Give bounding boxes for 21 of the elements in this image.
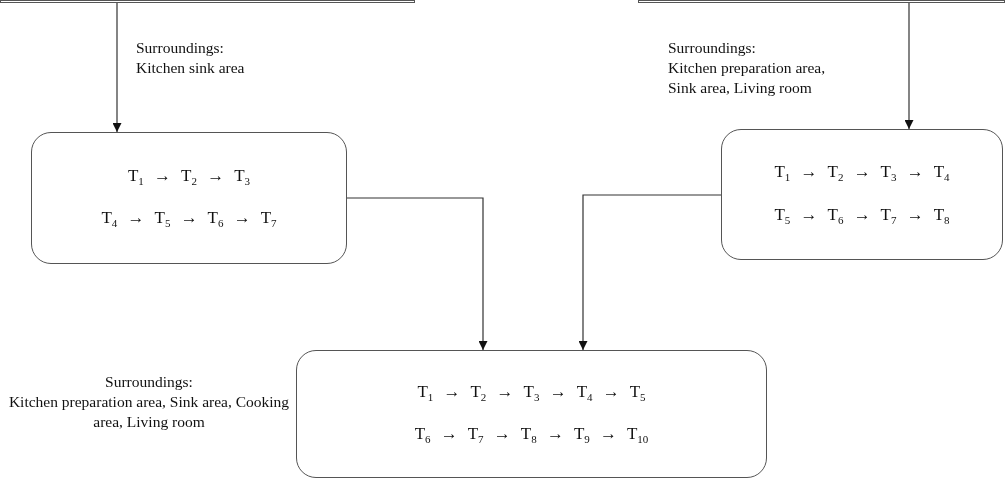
task-sequence: T$_{4}$ → T$_{5}$ → T$_{6}$ → T$_{7}$ [101, 209, 277, 230]
process-box [31, 132, 347, 264]
box [638, 0, 1005, 3]
task-sequence: T$_{5}$ → T$_{6}$ → T$_{7}$ → T$_{8}$ [774, 205, 950, 226]
surroundings-text: Kitchen preparation area, Sink area, Cooking area, Living room [7, 392, 291, 433]
task-sequence: T$_{6}$ → T$_{7}$ → T$_{8}$ → T$_{9}$ → T$_{10}$ [414, 425, 649, 446]
arrow [578, 194, 722, 351]
arrow [346, 197, 488, 351]
process-box [721, 129, 1003, 260]
arrow [904, 2, 914, 130]
task-sequence: T$_{1}$ → T$_{2}$ → T$_{3}$ [127, 166, 250, 187]
surroundings-heading: Surroundings: [104, 372, 194, 392]
surroundings-text: Kitchen sink area [136, 58, 246, 79]
process-box [296, 350, 767, 478]
surroundings-heading: Surroundings: [136, 38, 225, 58]
task-sequence: T$_{1}$ → T$_{2}$ → T$_{3}$ → T$_{4}$ [774, 163, 950, 184]
arrow [112, 2, 122, 133]
surroundings-text: Kitchen preparation area, Sink area, Living room [668, 58, 827, 99]
box [0, 0, 415, 3]
task-sequence: T$_{1}$ → T$_{2}$ → T$_{3}$ → T$_{4}$ → T$_{5}$ [417, 382, 646, 403]
surroundings-heading: Surroundings: [668, 38, 757, 58]
